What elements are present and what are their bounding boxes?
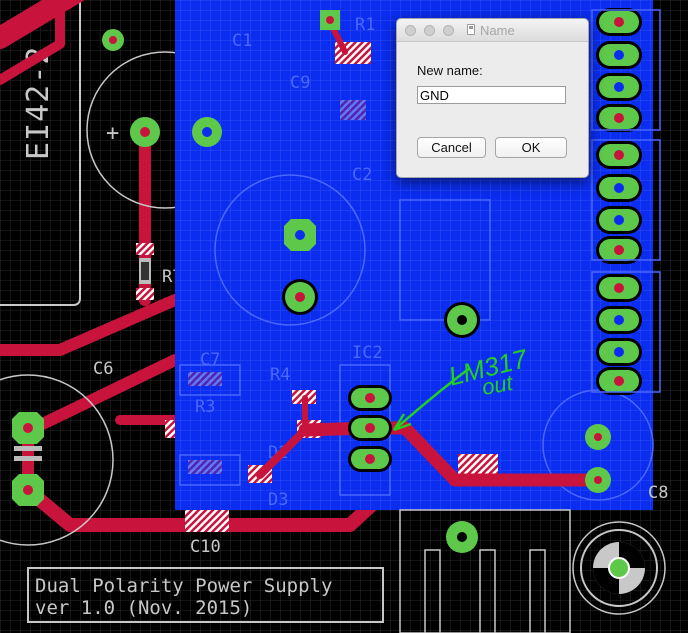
zoom-window-icon[interactable] — [443, 25, 454, 36]
dialog-titlebar: Name — [397, 19, 588, 42]
connector-outlines-right — [591, 9, 661, 393]
silk-plus-marker: + — [106, 121, 119, 146]
title-line-1: Dual Polarity Power Supply — [35, 575, 332, 597]
title-line-2: ver 1.0 (Nov. 2015) — [35, 597, 252, 619]
connector-pad-hole — [614, 245, 624, 255]
connector-pad-hole — [614, 50, 624, 60]
silk-label-r1: R1 — [355, 15, 375, 35]
silk-label-c2: C2 — [352, 165, 372, 185]
ok-button[interactable]: OK — [495, 137, 567, 158]
silk-label-c8: C8 — [648, 483, 668, 503]
resistor-r7 — [136, 243, 154, 300]
connector-pad-hole — [614, 215, 624, 225]
new-name-label: New name: — [417, 63, 483, 78]
connector-pad-hole — [614, 183, 624, 193]
ic2-pads — [348, 385, 392, 472]
document-icon — [467, 24, 475, 35]
connector-pad-hole — [614, 17, 624, 27]
silk-label-c10: C10 — [190, 537, 221, 557]
dialog-title: Name — [480, 23, 515, 38]
connector-pad-hole — [614, 113, 624, 123]
silk-label-r3: R3 — [195, 397, 215, 417]
smd-pad-c10 — [185, 510, 229, 532]
silk-label-d3: D3 — [268, 490, 288, 510]
silk-label-c6: C6 — [93, 359, 113, 379]
cancel-button[interactable]: Cancel — [417, 137, 486, 158]
transformer-outline — [0, 0, 81, 306]
minimize-window-icon[interactable] — [424, 25, 435, 36]
annotation-line-2: out — [480, 370, 515, 400]
capacitor-c6-body — [14, 446, 42, 461]
silk-label-r4: R4 — [270, 365, 290, 385]
silk-label-ic2: IC2 — [352, 343, 383, 363]
connector-pad-hole — [614, 283, 624, 293]
connector-pad-hole — [614, 347, 624, 357]
through-hole-pads — [12, 10, 611, 553]
connector-pads-right — [596, 8, 642, 395]
smd-pad-left — [165, 420, 177, 438]
close-window-icon[interactable] — [405, 25, 416, 36]
silk-label-c9: C9 — [290, 73, 310, 93]
connector-pad-hole — [614, 315, 624, 325]
silk-label-c1: C1 — [232, 31, 252, 51]
rename-dialog: Name New name: Cancel OK — [396, 18, 589, 178]
silkscreen-bottom-right — [399, 509, 666, 633]
new-name-input[interactable] — [417, 86, 566, 104]
connector-pad-hole — [614, 150, 624, 160]
title-block: Dual Polarity Power Supply ver 1.0 (Nov.… — [27, 567, 384, 623]
heatsink-target-icon — [580, 529, 658, 607]
connector-pad-hole — [614, 82, 624, 92]
connector-pad-hole — [614, 376, 624, 386]
silk-label-c7: C7 — [200, 350, 220, 370]
